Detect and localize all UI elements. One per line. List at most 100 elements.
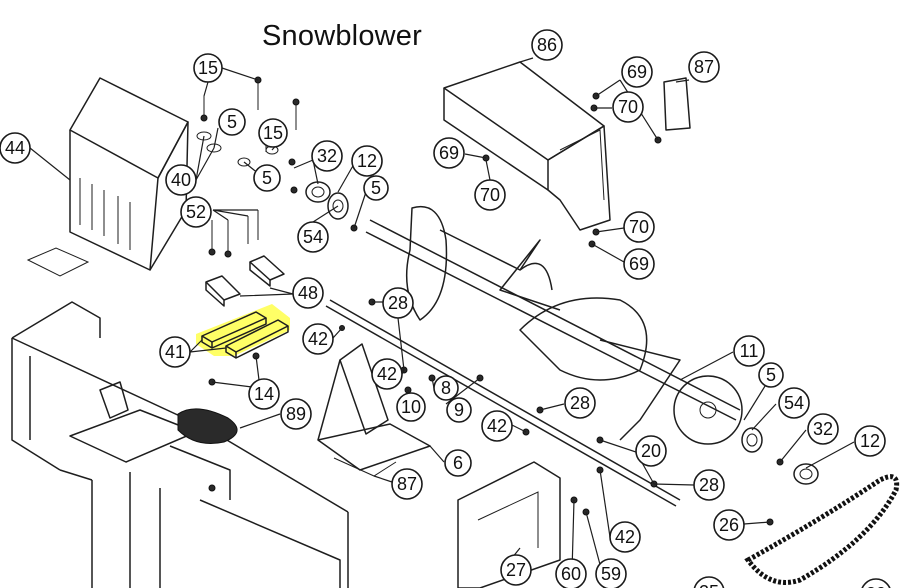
callout-26: 26 — [713, 509, 745, 541]
highlighted-part-41 — [196, 304, 290, 359]
callout-54: 54 — [297, 221, 329, 253]
callout-5: 5 — [758, 362, 784, 388]
callout-5: 5 — [363, 175, 389, 201]
callout-label: 42 — [615, 527, 635, 547]
callout-label: 28 — [699, 475, 719, 495]
callout-59: 59 — [595, 558, 627, 588]
callout-label: 60 — [561, 564, 581, 584]
callout-5: 5 — [253, 164, 281, 192]
callout-label: 32 — [813, 419, 833, 439]
callout-54: 54 — [778, 387, 810, 419]
callout-label: 48 — [298, 283, 318, 303]
callout-label: 20 — [641, 441, 661, 461]
callout-label: 69 — [629, 254, 649, 274]
callout-label: 42 — [377, 364, 397, 384]
bracket-part-27 — [457, 461, 561, 588]
callout-label: 28 — [570, 393, 590, 413]
drive-chain-part — [744, 474, 900, 585]
callout-42: 42 — [481, 410, 513, 442]
callout-label: 8 — [441, 378, 451, 398]
callout-label: 42 — [308, 329, 328, 349]
callout-label: 5 — [766, 365, 776, 385]
callout-48: 48 — [292, 277, 324, 309]
diagram-title: Snowblower — [262, 20, 422, 52]
shroud-cover-part — [26, 77, 189, 277]
fastener-cluster-left — [196, 76, 300, 258]
callout-12: 12 — [854, 425, 886, 457]
bearing-assembly-top — [305, 181, 358, 232]
callout-label: 70 — [629, 217, 649, 237]
callout-label: 14 — [254, 384, 274, 404]
skid-shoes-part — [205, 255, 285, 307]
callout-69: 69 — [621, 56, 653, 88]
callout-label: 41 — [165, 342, 185, 362]
callout-69: 69 — [433, 137, 465, 169]
callout-6: 6 — [444, 449, 472, 477]
callout-44: 44 — [0, 132, 31, 164]
callout-label: 6 — [453, 453, 463, 473]
callout-label: 12 — [860, 431, 880, 451]
callout-32: 32 — [311, 140, 343, 172]
callout-42: 42 — [609, 521, 641, 553]
callout-label: 15 — [198, 58, 218, 78]
callout-14: 14 — [248, 378, 280, 410]
callout-label: 32 — [317, 146, 337, 166]
callout-11: 11 — [733, 335, 765, 367]
callout-label: 42 — [487, 416, 507, 436]
callout-label: 89 — [286, 404, 306, 424]
callout-5: 5 — [218, 108, 246, 136]
callout-9: 9 — [446, 397, 472, 423]
callout-32: 32 — [807, 413, 839, 445]
callout-41: 41 — [159, 336, 191, 368]
callout-42: 42 — [302, 323, 334, 355]
callout-70: 70 — [612, 91, 644, 123]
callout-label: 70 — [480, 185, 500, 205]
callout-87: 87 — [391, 468, 423, 500]
callout-89: 89 — [280, 398, 312, 430]
callout-15: 15 — [258, 118, 288, 148]
callout-87: 87 — [688, 51, 720, 83]
callout-label: 69 — [439, 143, 459, 163]
callout-60: 60 — [555, 558, 587, 588]
callout-70: 70 — [623, 211, 655, 243]
callout-label: 9 — [454, 400, 464, 420]
callout-86: 86 — [531, 29, 563, 61]
callout-label: 86 — [537, 35, 557, 55]
callout-label: 25 — [699, 582, 719, 588]
callout-28: 28 — [382, 287, 414, 319]
callout-label: 12 — [357, 151, 377, 171]
callout-label: 40 — [171, 170, 191, 190]
callout-label: 5 — [227, 112, 237, 132]
callout-label: 70 — [618, 97, 638, 117]
callout-10: 10 — [396, 392, 426, 422]
callout-28: 28 — [693, 469, 725, 501]
callout-label: 69 — [627, 62, 647, 82]
scraper-bar-part — [325, 299, 681, 507]
callout-label: 87 — [397, 474, 417, 494]
callout-28: 28 — [564, 387, 596, 419]
callout-label: 5 — [262, 168, 272, 188]
leader-lines — [29, 57, 855, 573]
callout-label: 54 — [784, 393, 804, 413]
callout-52: 52 — [180, 196, 212, 228]
auger-housing-part — [11, 301, 349, 588]
callout-label: 26 — [719, 515, 739, 535]
callout-15: 15 — [193, 53, 223, 83]
callout-20: 20 — [635, 435, 667, 467]
callout-42: 42 — [371, 358, 403, 390]
callout-27: 27 — [500, 554, 532, 586]
callout-69: 69 — [623, 248, 655, 280]
bearing-assembly-right — [741, 427, 819, 485]
auger-assembly-part — [365, 206, 743, 445]
callout-30: 30 — [861, 578, 891, 588]
callout-label: 59 — [601, 564, 621, 584]
callout-label: 28 — [388, 293, 408, 313]
callout-8: 8 — [433, 375, 459, 401]
callout-40: 40 — [165, 164, 197, 196]
callout-label: 87 — [694, 57, 714, 77]
callout-label: 52 — [186, 202, 206, 222]
callout-label: 27 — [506, 560, 526, 580]
gear-case-cover-part — [443, 61, 691, 231]
